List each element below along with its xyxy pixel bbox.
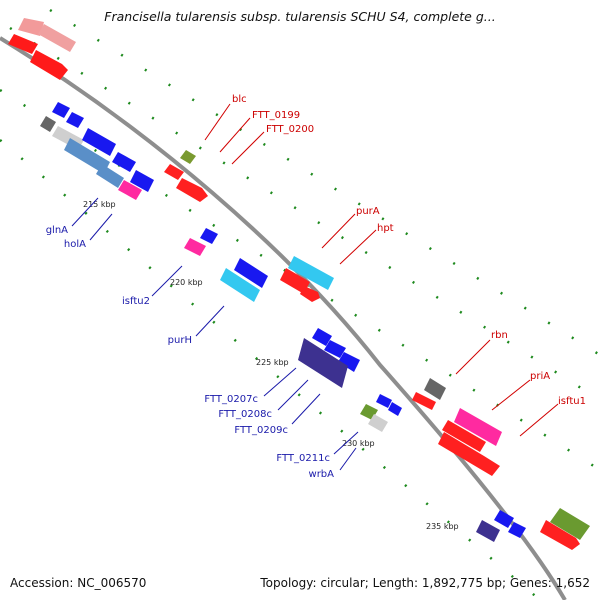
forward-gene-labels: blc FTT_0199 FTT_0200 purA hpt rbn priA … — [232, 94, 586, 407]
tick-label: 215 kbp — [83, 200, 116, 209]
reverse-genes[interactable] — [40, 102, 526, 542]
reverse-gene-labels: glnA holA isftu2 purH FTT_0207c FTT_0208… — [46, 225, 334, 480]
gene-label-wrba[interactable]: wrbA — [309, 469, 335, 480]
accession-text: Accession: NC_006570 — [10, 576, 147, 590]
gene-label-ftt-0207c[interactable]: FTT_0207c — [204, 394, 258, 405]
tick-label: 225 kbp — [256, 358, 289, 367]
gene-label-ftt-0209c[interactable]: FTT_0209c — [234, 425, 288, 436]
gene-label-pura[interactable]: purA — [356, 206, 380, 217]
genome-backbone — [0, 36, 567, 600]
gene-label-hola[interactable]: holA — [64, 239, 86, 250]
gene-label-hpt[interactable]: hpt — [377, 223, 394, 234]
gene-label-ftt-0211c[interactable]: FTT_0211c — [276, 453, 330, 464]
gene-label-glna[interactable]: glnA — [46, 225, 68, 236]
tick-label: 220 kbp — [170, 278, 203, 287]
forward-callout-lines — [204, 103, 559, 437]
gene-label-isftu1[interactable]: isftu1 — [558, 396, 586, 407]
tick-label: 235 kbp — [426, 522, 459, 531]
tick-labels: 215 kbp 220 kbp 225 kbp 230 kbp 235 kbp — [83, 200, 459, 531]
map-title: Francisella tularensis subsp. tularensis… — [104, 9, 496, 24]
gene-label-blc[interactable]: blc — [232, 94, 247, 105]
gene-label-isftu2[interactable]: isftu2 — [122, 296, 150, 307]
gene-label-ftt-0200[interactable]: FTT_0200 — [266, 124, 314, 135]
topology-summary: Topology: circular; Length: 1,892,775 bp… — [260, 576, 590, 590]
gene-label-ftt-0208c[interactable]: FTT_0208c — [218, 409, 272, 420]
gene-label-purh[interactable]: purH — [168, 335, 192, 346]
gene-label-ftt-0199[interactable]: FTT_0199 — [252, 110, 300, 121]
gene-label-pria[interactable]: priA — [530, 371, 550, 382]
gene-label-rbn[interactable]: rbn — [491, 330, 508, 341]
tick-label: 230 kbp — [342, 439, 375, 448]
forward-genes[interactable] — [8, 18, 590, 550]
reverse-callout-lines — [71, 197, 359, 471]
